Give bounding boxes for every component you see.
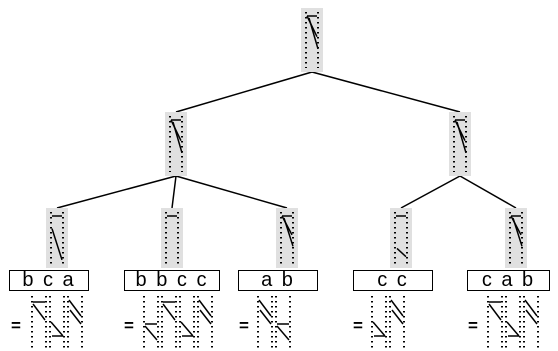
state-column [275,296,291,348]
low-stroke [396,247,407,258]
diag-stroke [144,325,158,341]
leaf-word-3: a b [238,270,318,291]
diag-stroke [162,303,176,321]
node-shade [301,8,323,72]
leaf-word-1: b c a [9,270,89,291]
tree-edge [400,175,461,209]
tree-node-2 [165,112,187,176]
leaf-grid-2 [143,296,213,348]
tree-edge [56,175,177,209]
diag-stroke [199,309,212,325]
leaf-grid-3 [257,296,291,348]
diag-stroke [525,309,538,325]
state-column [257,296,273,348]
node-shade [390,208,412,268]
tree-node-5 [161,208,183,268]
diag-stroke [524,299,538,317]
leaf-word-5: c a b [467,270,550,291]
diag-stroke [68,299,82,317]
state-column [31,296,47,348]
leaf-decompositions [31,296,539,348]
state-column [179,296,195,348]
diag-stroke [32,303,46,321]
diag-stroke [258,299,272,317]
leaf-word-4: c c [353,270,433,291]
node-shade [46,208,68,268]
tree-node-4 [46,208,68,268]
node-shade [449,112,471,176]
diag-stroke [456,121,467,154]
diag-stroke [259,309,272,325]
state-column [161,296,177,348]
diag-stroke [308,17,319,50]
diag-stroke [50,321,64,337]
node-shade [276,208,298,268]
diag-stroke [391,309,404,325]
diag-stroke [276,325,290,341]
state-column [505,296,521,348]
state-column [487,296,503,348]
state-column [371,296,387,348]
tree-node-1 [301,8,323,72]
tree-node-7 [390,208,412,268]
leaf-grid-1 [31,296,83,348]
state-column [523,296,539,348]
state-column [143,296,159,348]
equals-sign-1: = [11,316,21,335]
diag-stroke [506,321,520,337]
diag-stroke [488,303,502,321]
tree-edges [56,71,517,209]
tree-edge [175,71,313,113]
leaf-grid-4 [371,296,405,348]
equals-sign-3: = [239,316,249,335]
tree-edge [311,71,461,113]
state-column [67,296,83,348]
equals-sign-5: = [468,316,478,335]
tree-edge [171,175,177,209]
tree-node-6 [276,208,298,268]
equals-sign-4: = [353,316,363,335]
diag-stroke [51,228,63,261]
diag-stroke [198,299,212,317]
diag-stroke [390,299,404,317]
diag-stroke [512,217,523,247]
node-shade [161,208,183,268]
leaf-grid-5 [487,296,539,348]
equals-sign-2: = [124,316,134,335]
diag-stroke [180,321,194,337]
diag-stroke [283,217,294,247]
node-shade [165,112,187,176]
leaf-word-2: b b c c [124,270,220,291]
tree-edge [459,175,517,209]
tree-node-8 [505,208,527,268]
tree-node-3 [449,112,471,176]
state-column [389,296,405,348]
node-shade [505,208,527,268]
diag-stroke [69,309,82,325]
tree-nodes [46,8,527,268]
diag-stroke [372,321,386,337]
diag-stroke [172,121,183,154]
state-column [197,296,213,348]
tree-edge [175,175,288,209]
state-column [49,296,65,348]
